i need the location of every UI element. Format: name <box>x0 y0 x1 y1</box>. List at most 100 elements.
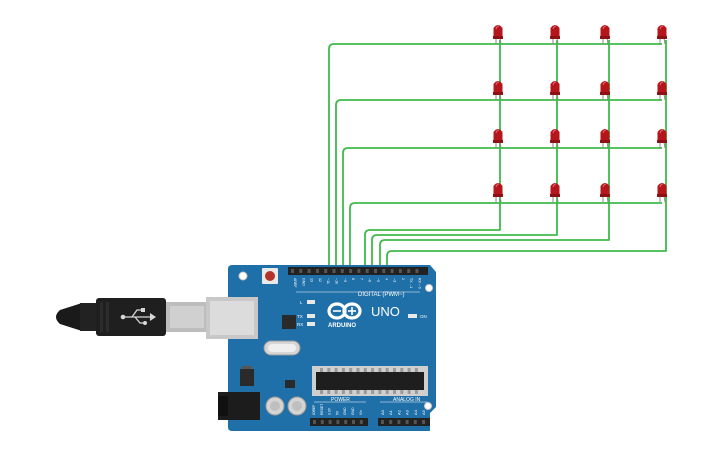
header-pin[interactable] <box>307 269 311 273</box>
led-tx <box>307 314 315 318</box>
digital-pin-label: ~5 <box>376 278 380 282</box>
header-pin[interactable] <box>374 269 377 273</box>
chip-leg <box>341 368 345 372</box>
digital-pins <box>291 269 419 273</box>
header-pin[interactable] <box>407 269 411 273</box>
voltage-regulator-tab <box>242 366 252 369</box>
chip-legs <box>320 368 418 394</box>
led-rx <box>307 322 315 326</box>
chip-leg <box>407 368 411 372</box>
header-pin[interactable] <box>340 269 344 273</box>
capacitor <box>265 396 285 416</box>
header-pin[interactable] <box>398 269 402 273</box>
header-pin[interactable] <box>332 269 336 273</box>
analog-label: ANALOG IN <box>393 397 421 403</box>
wire-col-3[interactable] <box>379 40 610 268</box>
wire-row-3[interactable] <box>342 147 662 268</box>
usb-cable[interactable] <box>56 298 208 336</box>
header-pin[interactable] <box>328 420 332 424</box>
digital-pin-label: 7 <box>359 278 363 280</box>
wire-row-4[interactable] <box>349 202 662 268</box>
header-pin[interactable] <box>313 420 316 424</box>
led-tx-label: TX <box>297 314 303 319</box>
header-pin[interactable] <box>359 420 363 424</box>
header-pin[interactable] <box>320 420 324 424</box>
led-r3-c3[interactable] <box>600 129 610 149</box>
power-pin-label: GND <box>343 407 347 415</box>
microcontroller-chip <box>316 372 424 390</box>
led-r3-c1[interactable] <box>493 129 503 149</box>
led-r3-c4[interactable] <box>657 129 667 149</box>
header-pin[interactable] <box>324 269 328 273</box>
mounting-hole <box>424 402 432 410</box>
header-pin[interactable] <box>405 420 409 424</box>
smd-part <box>285 380 295 388</box>
wire-row-2[interactable] <box>335 99 662 268</box>
led-r4-c1[interactable] <box>493 183 503 203</box>
wire-col-4[interactable] <box>386 40 667 268</box>
digital-pin-label: GND <box>301 278 305 286</box>
usb-symbol-icon <box>120 308 156 325</box>
led-r4-c4[interactable] <box>657 183 667 203</box>
chip-leg <box>341 390 345 394</box>
header-pin[interactable] <box>291 269 294 273</box>
header-pin[interactable] <box>299 269 303 273</box>
wire-col-2[interactable] <box>371 40 558 268</box>
led-r2-c2[interactable] <box>550 81 560 101</box>
chip-leg <box>378 390 382 394</box>
chip-leg <box>393 368 396 372</box>
header-pin[interactable] <box>422 420 425 424</box>
header-pin[interactable] <box>389 420 393 424</box>
led-r1-c1[interactable] <box>493 25 503 45</box>
digital-pin-label: 12 <box>318 278 322 282</box>
header-pin[interactable] <box>381 420 384 424</box>
digital-pin-label: ~3 <box>393 278 397 282</box>
reset-button[interactable] <box>262 268 278 284</box>
chip-leg <box>378 368 382 372</box>
capacitor <box>287 396 307 416</box>
wire-col-1[interactable] <box>364 40 501 268</box>
digital-pin-label: 4 <box>384 278 388 280</box>
led-r1-c4[interactable] <box>657 25 667 45</box>
led-r1-c3[interactable] <box>600 25 610 45</box>
led-r2-c1[interactable] <box>493 81 503 101</box>
header-pin[interactable] <box>352 420 355 424</box>
usb-cable-end <box>56 303 82 331</box>
header-pin[interactable] <box>382 269 386 273</box>
header-pin[interactable] <box>336 420 340 424</box>
led-r1-c2[interactable] <box>550 25 560 45</box>
header-pin[interactable] <box>390 269 394 273</box>
crystal-oscillator <box>263 340 301 356</box>
led-r4-c3[interactable] <box>600 183 610 203</box>
header-pin[interactable] <box>397 420 401 424</box>
chip-leg <box>385 368 389 372</box>
header-pin[interactable] <box>413 420 417 424</box>
led-l-label: L <box>300 300 303 305</box>
header-pin[interactable] <box>357 269 361 273</box>
led-r2-c3[interactable] <box>600 81 610 101</box>
chip-leg <box>371 390 375 394</box>
digital-pin-label: TX→1 <box>409 278 413 288</box>
power-pin-label: Vin <box>359 410 363 415</box>
digital-pin-label: 8 <box>351 278 355 280</box>
led-r2-c4[interactable] <box>657 81 667 101</box>
usb-b-jack-inner <box>210 301 254 335</box>
header-pin[interactable] <box>344 420 348 424</box>
header-pin[interactable] <box>315 269 319 273</box>
header-pin[interactable] <box>349 269 353 273</box>
header-pin[interactable] <box>415 269 419 273</box>
header-pin[interactable] <box>365 269 369 273</box>
analog-pin-label: A5 <box>421 409 426 415</box>
wire-row-1[interactable] <box>328 43 662 268</box>
led-r4-c2[interactable] <box>550 183 560 203</box>
brand-text: ARDUINO <box>328 323 356 329</box>
led-r3-c2[interactable] <box>550 129 560 149</box>
chip-leg <box>349 368 353 372</box>
model-text: UNO <box>371 304 400 319</box>
